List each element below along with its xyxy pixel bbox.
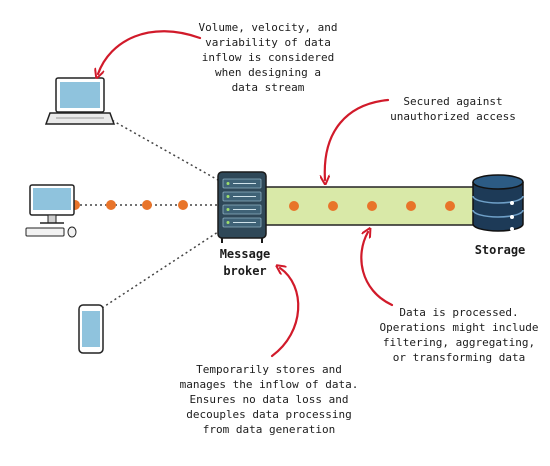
temporarily-annotation: Temporarily stores and manages the inflo…: [179, 363, 359, 436]
flow-dot: [445, 201, 455, 211]
data-stream-pipe: [262, 186, 482, 226]
flow-dot: [406, 201, 416, 211]
laptop-icon: [44, 77, 116, 125]
flow-dot: [367, 201, 377, 211]
processed-arrow: [360, 232, 394, 307]
database-icon: [472, 174, 524, 232]
flow-dot: [106, 200, 116, 210]
secured-arrow: [325, 98, 390, 180]
flow-dot: [289, 201, 299, 211]
processed-annotation: Data is processed. Operations might incl…: [379, 306, 539, 364]
flow-dot: [328, 201, 338, 211]
phone-icon: [78, 304, 104, 354]
annotation-arrows: [98, 30, 394, 358]
volume-arrow: [98, 30, 202, 74]
desktop-icon: [25, 184, 77, 238]
server-rack-icon: [217, 171, 267, 243]
flow-dot: [142, 200, 152, 210]
device-connectors: [80, 117, 219, 309]
laptop-connector: [107, 117, 219, 181]
storage-label: Storage: [474, 243, 526, 257]
phone-connector: [101, 231, 219, 309]
message-broker-label: Message broker: [219, 247, 271, 278]
secured-annotation: Secured against unauthorized access: [390, 95, 516, 123]
flow-dot: [178, 200, 188, 210]
temporarily-arrow: [270, 268, 300, 358]
volume-annotation: Volume, velocity, and variability of dat…: [198, 21, 338, 94]
